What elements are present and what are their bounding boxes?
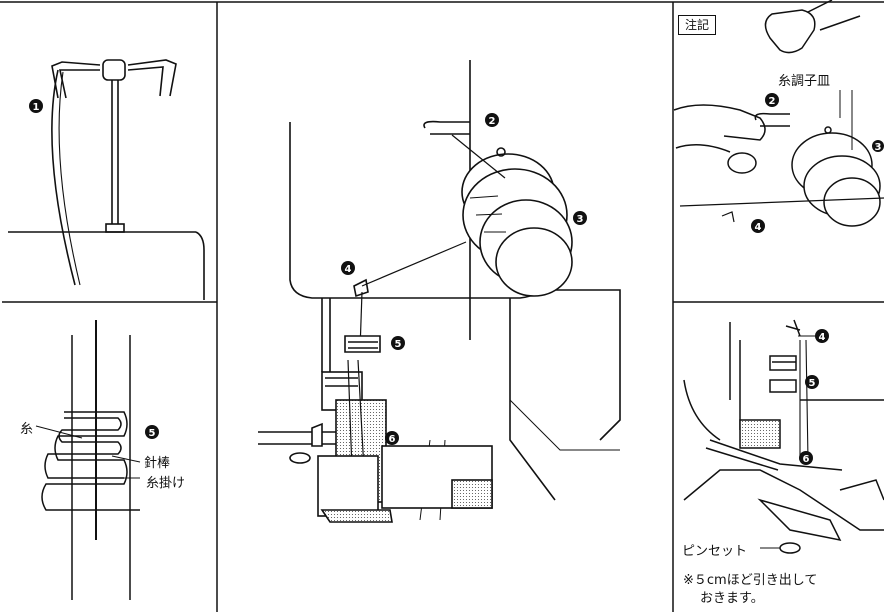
marker-1: 1: [29, 99, 43, 113]
svg-text:5: 5: [809, 378, 816, 389]
svg-text:5: 5: [149, 428, 156, 439]
thread-guide-label: 糸掛け: [146, 476, 186, 491]
marker-3: 3: [573, 211, 587, 225]
marker-5: 5: [391, 336, 405, 350]
note-label: 注記: [678, 15, 716, 35]
svg-text:6: 6: [803, 454, 810, 465]
tension-disc-note-drawing: [673, 0, 884, 227]
svg-text:4: 4: [345, 264, 352, 275]
svg-text:2: 2: [769, 96, 776, 107]
marker-4: 4: [751, 219, 765, 233]
marker-3: 3: [872, 140, 884, 153]
marker-4: 4: [341, 261, 355, 275]
marker-5: 5: [145, 425, 159, 439]
svg-text:3: 3: [875, 142, 882, 153]
svg-text:4: 4: [819, 332, 826, 343]
svg-text:6: 6: [389, 434, 396, 445]
footnote-line2: おきます。: [700, 591, 764, 606]
svg-text:1: 1: [33, 102, 40, 113]
svg-text:5: 5: [395, 339, 402, 350]
thread-label: 糸: [20, 422, 34, 437]
marker-5: 5: [805, 375, 819, 389]
marker-4: 4: [815, 329, 829, 343]
svg-text:4: 4: [755, 222, 762, 233]
thread-tension-disc-label: 糸調子皿: [778, 74, 831, 89]
needle-bar-drawing: [35, 320, 141, 600]
marker-2: 2: [485, 113, 499, 127]
machine-main-drawing: [258, 60, 621, 523]
marker-2: 2: [765, 93, 779, 107]
thread-stand-drawing: [8, 59, 205, 300]
tweezers-threading-drawing: [683, 319, 884, 554]
footnote-line1: ※５cmほど引き出して: [683, 573, 818, 588]
tweezers-label: ピンセット: [682, 544, 748, 559]
svg-text:3: 3: [577, 214, 584, 225]
marker-6: 6: [799, 451, 813, 465]
needle-bar-label: 針棒: [144, 456, 171, 471]
marker-6: 6: [385, 431, 399, 445]
svg-text:2: 2: [489, 116, 496, 127]
